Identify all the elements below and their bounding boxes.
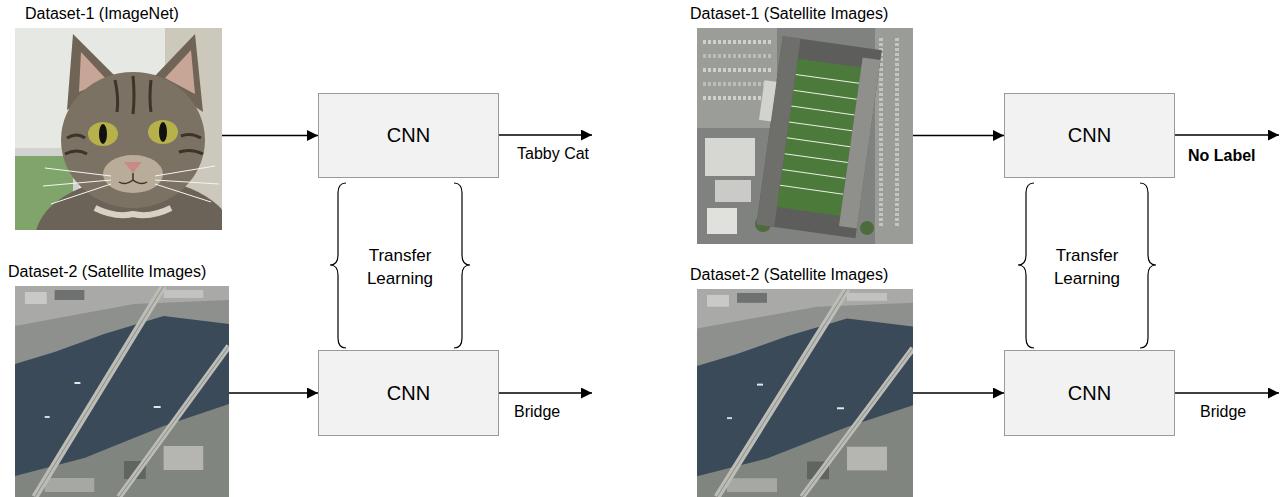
- output-label: Bridge: [514, 401, 560, 423]
- dataset-heading: Dataset-2 (Satellite Images): [690, 266, 888, 284]
- input-arrow: [222, 135, 318, 137]
- transfer-learning-label: Transfer Learning: [350, 245, 450, 291]
- output-arrow: [1175, 392, 1279, 394]
- bridge-satellite-image: [697, 289, 913, 497]
- output-arrow: [1175, 134, 1279, 136]
- dataset-heading: Dataset-1 (ImageNet): [25, 5, 179, 23]
- box-label: CNN: [1068, 124, 1111, 147]
- input-arrow: [229, 392, 318, 394]
- dataset-heading: Dataset-2 (Satellite Images): [8, 263, 206, 281]
- cat-photo: [15, 28, 235, 302]
- output-arrow: [499, 392, 592, 394]
- dataset-image-frame: Dataset-1 (Satellite Images): [697, 28, 913, 244]
- input-arrow: [913, 392, 1004, 394]
- output-arrow: [499, 134, 592, 136]
- dataset-image-frame: Dataset-1 (ImageNet): [15, 28, 222, 230]
- dataset-image-frame: Dataset-2 (Satellite Images): [697, 289, 913, 497]
- curly-brace: [1140, 183, 1156, 348]
- box-label: CNN: [387, 124, 430, 147]
- output-label: Tabby Cat: [517, 143, 589, 165]
- cnn-box: CNN: [318, 350, 499, 436]
- cnn-box: CNN: [318, 93, 499, 178]
- output-label: No Label: [1188, 145, 1256, 167]
- box-label: CNN: [387, 382, 430, 405]
- output-label: Bridge: [1200, 401, 1246, 423]
- input-arrow: [913, 135, 1004, 137]
- box-label: CNN: [1068, 382, 1111, 405]
- bridge-satellite-image: [15, 286, 229, 497]
- transfer-learning-label: Transfer Learning: [1037, 245, 1137, 291]
- curly-brace: [1018, 183, 1034, 348]
- dataset-image-frame: Dataset-2 (Satellite Images): [15, 286, 229, 497]
- curly-brace: [454, 183, 470, 348]
- dataset-heading: Dataset-1 (Satellite Images): [690, 5, 888, 23]
- curly-brace: [330, 183, 346, 348]
- stadium-satellite-image: [697, 28, 913, 244]
- cnn-box: CNN: [1004, 350, 1175, 436]
- cnn-box: CNN: [1004, 93, 1175, 178]
